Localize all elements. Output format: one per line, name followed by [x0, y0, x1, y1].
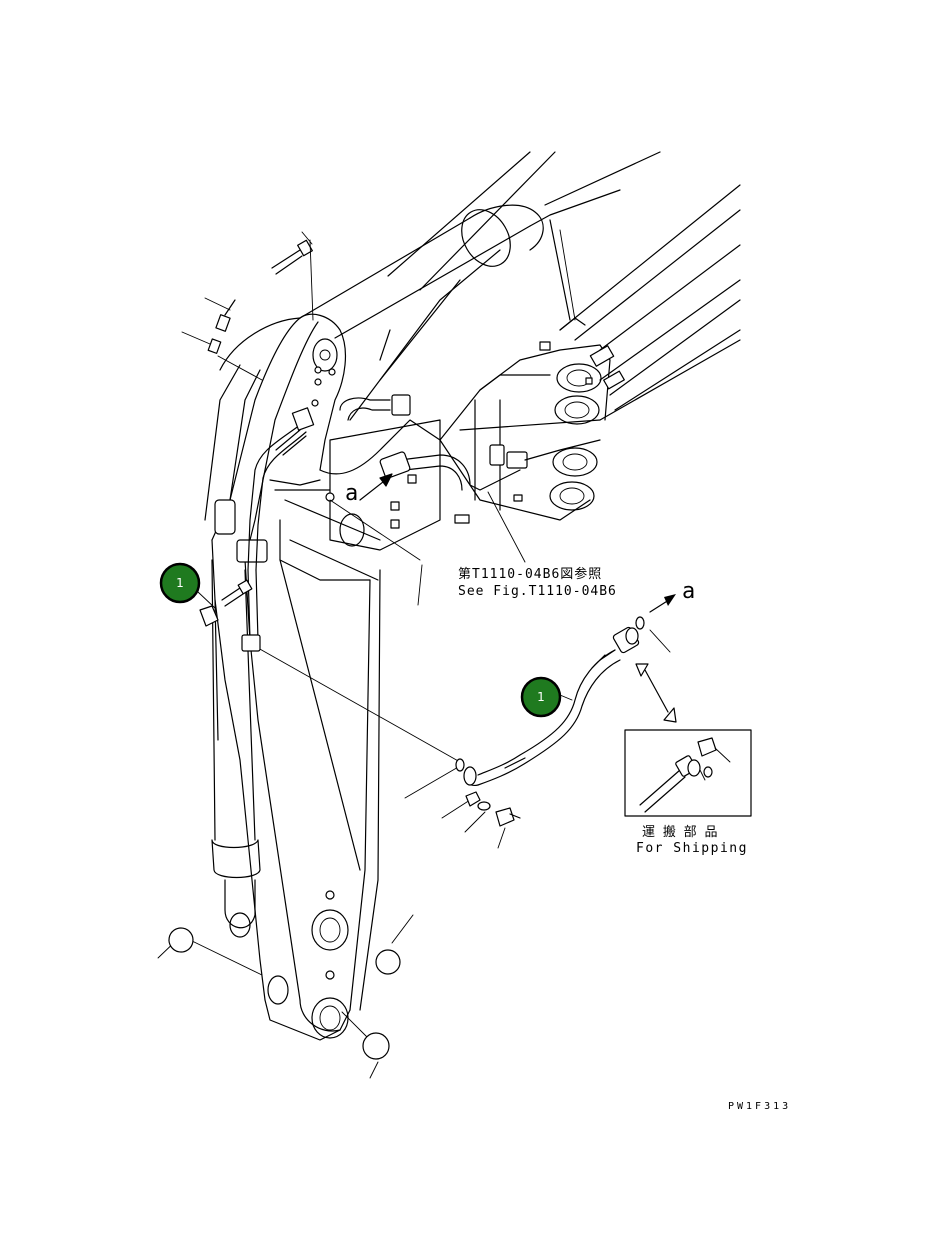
callout-1-right-label: 1: [537, 690, 545, 704]
reference-text-jp: 第T1110-04B6図参照: [458, 566, 602, 582]
view-marker-a: a: [345, 481, 358, 506]
shipping-text-jp: 運 搬 部 品: [642, 825, 717, 840]
double-arrow: [635, 663, 677, 723]
reference-text-en: See Fig.T1110-04B6: [458, 584, 617, 599]
arm-assembly: [204, 313, 441, 1041]
callout-1-left-leader: [197, 591, 216, 609]
callout-1-left[interactable]: 1: [159, 562, 201, 604]
drawing-code: PW1F313: [728, 1101, 791, 1112]
hose-lines: [247, 394, 601, 641]
hose-detail: [463, 616, 645, 827]
shipping-text-en: For Shipping: [636, 841, 748, 856]
arm-cylinder: [211, 559, 261, 938]
boom-assembly: [299, 151, 741, 524]
shipping-parts-inset: [624, 729, 752, 817]
callout-1-right[interactable]: 1: [520, 676, 562, 718]
view-marker-a-detail: a: [682, 579, 695, 604]
leader-lines: [157, 229, 671, 1079]
view-arrow-detail: [649, 594, 676, 613]
callout-1-right-leader: [559, 694, 573, 701]
top-bolts: [181, 231, 314, 381]
left-clamp-parts: [199, 579, 261, 652]
view-arrow-machine: [359, 473, 393, 501]
o-rings: [168, 758, 465, 1060]
callout-1-left-label: 1: [176, 576, 184, 590]
